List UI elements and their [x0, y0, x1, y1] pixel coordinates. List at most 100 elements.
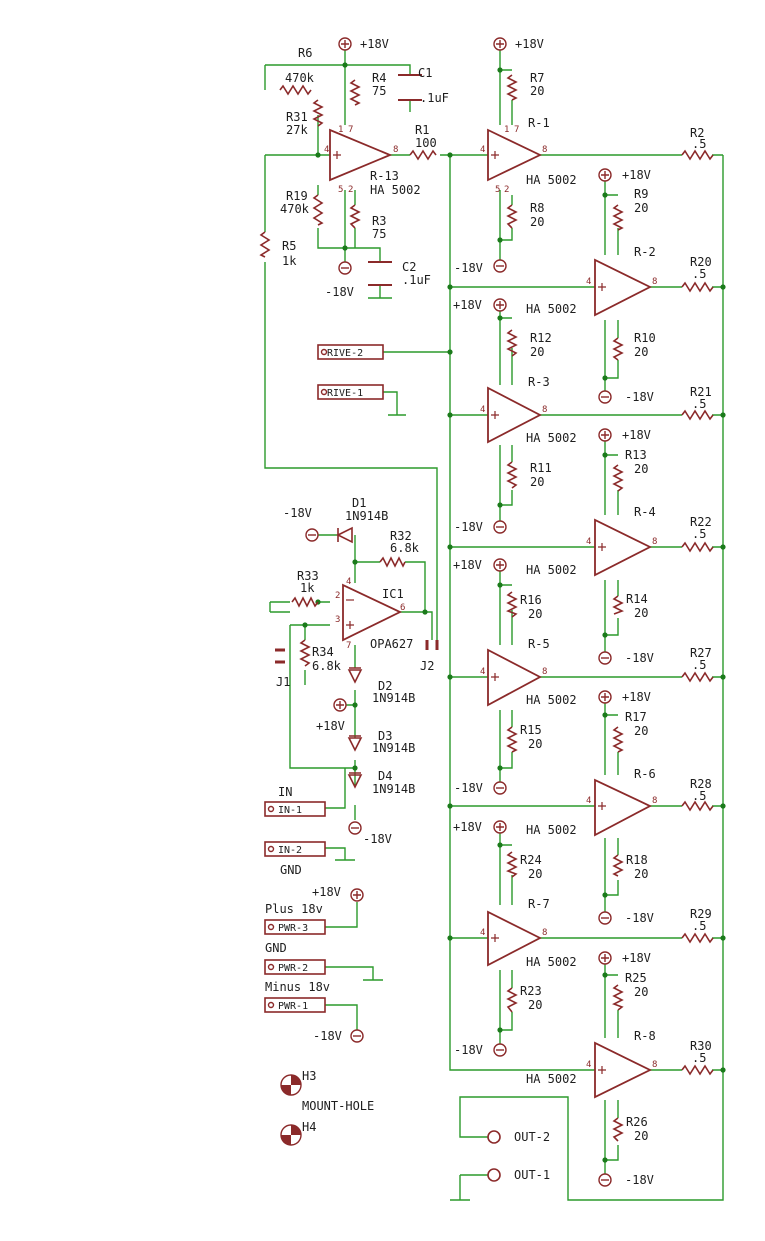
minus-supply-icon	[493, 781, 507, 795]
r7-value: 20	[530, 84, 544, 98]
r33-label: R33	[297, 569, 319, 583]
ha5002-label: HA 5002	[526, 823, 577, 837]
h3-label: H3	[302, 1069, 316, 1083]
h4-label: H4	[302, 1120, 316, 1134]
r31-label: R31	[286, 110, 308, 124]
capacitors	[368, 74, 422, 286]
r18-value: 20	[634, 867, 648, 881]
r13b-label: R13	[625, 448, 647, 462]
supply-label: +18V	[453, 558, 482, 572]
d2-part: 1N914B	[372, 691, 415, 705]
r29-value: .5	[692, 919, 706, 933]
supply-label: +18V	[515, 37, 544, 51]
pwr1-connector: PWR-1	[278, 1001, 308, 1012]
supply-label: +18V	[312, 885, 341, 899]
opamp-r1	[487, 128, 543, 182]
j2-label: J2	[420, 659, 434, 673]
plus-supply-icon	[350, 888, 364, 902]
supply-label: -18V	[625, 651, 654, 665]
plus-supply-icon	[338, 37, 352, 51]
r-8-label: R-8	[634, 1029, 656, 1043]
r29-label: R29	[690, 907, 712, 921]
svg-text:7: 7	[346, 641, 351, 651]
opamp-r8	[594, 1041, 653, 1099]
supply-label: +18V	[360, 37, 389, 51]
r23-label: R23	[520, 984, 542, 998]
r22-label: R22	[690, 515, 712, 529]
r6-value: 470k	[285, 71, 315, 85]
r17-value: 20	[634, 724, 648, 738]
r3-value: 75	[372, 227, 386, 241]
r28-label: R28	[690, 777, 712, 791]
j2-header	[425, 640, 439, 650]
svg-text:8: 8	[542, 145, 547, 155]
d1-part: 1N914B	[345, 509, 388, 523]
supply-label: -18V	[625, 911, 654, 925]
svg-text:4: 4	[480, 405, 485, 415]
r16-label: R16	[520, 593, 542, 607]
r13-label: R-13	[370, 169, 399, 183]
svg-text:6: 6	[400, 603, 405, 613]
supply-label: -18V	[313, 1029, 342, 1043]
c2-value: .1uF	[402, 273, 431, 287]
out2-terminal-icon	[487, 1130, 501, 1144]
mount-hole-icon	[280, 1124, 302, 1146]
j1-header	[275, 648, 285, 664]
minus-supply-icon	[493, 1043, 507, 1057]
r26-label: R26	[626, 1115, 648, 1129]
supply-label: +18V	[622, 690, 651, 704]
r19-label: R19	[286, 189, 308, 203]
r18-label: R18	[626, 853, 648, 867]
plus-supply-icon	[598, 428, 612, 442]
output-terminals	[487, 1130, 501, 1182]
r16-value: 20	[528, 607, 542, 621]
r11-label: R11	[530, 461, 552, 475]
minus-supply-icon	[598, 911, 612, 925]
r5-label: R5	[282, 239, 296, 253]
c1-label: C1	[418, 66, 432, 80]
plus18v-label: Plus 18v	[265, 902, 323, 916]
supply-label: +18V	[622, 951, 651, 965]
r22-value: .5	[692, 527, 706, 541]
in-label: IN	[278, 785, 292, 799]
supply-label: -18V	[454, 261, 483, 275]
supply-symbols	[305, 37, 612, 1187]
supply-label: -18V	[454, 781, 483, 795]
out2-label: OUT-2	[514, 1130, 550, 1144]
gnd-label: GND	[265, 941, 287, 955]
opamp-r13	[329, 128, 393, 182]
r24-label: R24	[520, 853, 542, 867]
ha5002-label: HA 5002	[526, 955, 577, 969]
connector-labels: RIVE-2 RIVE-1 IN-1 IN-2 PWR-3 PWR-2 PWR-…	[278, 348, 363, 1012]
svg-text:1: 1	[338, 125, 343, 135]
d1-label: D1	[352, 496, 366, 510]
supply-label: -18V	[454, 520, 483, 534]
r7-label: R7	[530, 71, 544, 85]
ha5002-label: HA 5002	[526, 302, 577, 316]
r31-value: 27k	[286, 123, 308, 137]
r-6-label: R-6	[634, 767, 656, 781]
in1-connector: IN-1	[278, 805, 302, 816]
supply-label: +18V	[316, 719, 345, 733]
drive1-connector: RIVE-1	[327, 388, 363, 399]
svg-text:3: 3	[335, 615, 340, 625]
r-1-label: R-1	[528, 116, 550, 130]
d4-label: D4	[378, 769, 392, 783]
r27-value: .5	[692, 658, 706, 672]
svg-text:4: 4	[346, 577, 351, 587]
svg-text:5: 5	[495, 185, 500, 195]
j1-label: J1	[276, 675, 290, 689]
r19-value: 470k	[280, 202, 310, 216]
d2-label: D2	[378, 679, 392, 693]
c1-value: .1uF	[420, 91, 449, 105]
gnd-label: GND	[280, 863, 302, 877]
svg-text:8: 8	[652, 1060, 657, 1070]
supply-label: -18V	[325, 285, 354, 299]
r34-value: 6.8k	[312, 659, 342, 673]
svg-text:4: 4	[586, 1060, 591, 1070]
minus-supply-icon	[598, 1173, 612, 1187]
supply-label: +18V	[622, 428, 651, 442]
supply-label: +18V	[622, 168, 651, 182]
opamp-signs	[333, 151, 606, 1074]
minus-supply-icon	[493, 520, 507, 534]
